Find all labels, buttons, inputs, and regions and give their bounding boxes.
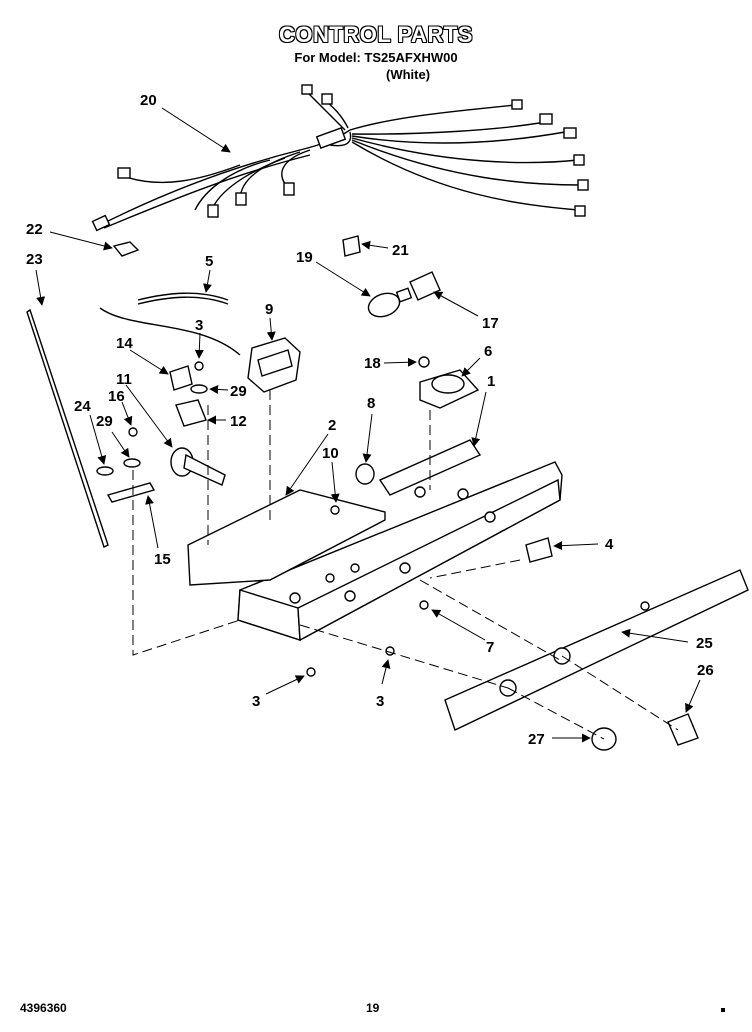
- control-shaft: [170, 447, 226, 486]
- model-line: For Model: TS25AFXHW00: [294, 50, 458, 65]
- capillary-tube: [137, 292, 229, 301]
- wire-clip: [112, 241, 140, 257]
- callout-23: 23: [26, 251, 43, 268]
- callout-3-bottom-left: 3: [252, 693, 260, 710]
- callout-10: 10: [322, 445, 339, 462]
- callout-labels: 20 22 23 5 21 19 17 9 3 14 29 11 16 12 2…: [26, 92, 714, 748]
- callout-22: 22: [26, 221, 43, 238]
- control-housing: [237, 439, 563, 642]
- callout-7: 7: [486, 639, 494, 656]
- bracket: [169, 365, 193, 391]
- callout-27: 27: [528, 731, 545, 748]
- callout-4: 4: [605, 536, 614, 553]
- callout-15: 15: [154, 551, 171, 568]
- callout-29-top: 29: [230, 383, 247, 400]
- color-line: (White): [386, 67, 431, 82]
- clip: [525, 537, 553, 563]
- callout-17: 17: [482, 315, 499, 332]
- page-number: 19: [366, 1001, 380, 1015]
- callout-25: 25: [696, 635, 713, 652]
- callout-8: 8: [367, 395, 375, 412]
- knob-bracket: [175, 399, 207, 427]
- corner-mark: [721, 1008, 725, 1012]
- callout-11: 11: [116, 371, 132, 388]
- callout-19: 19: [296, 249, 313, 266]
- callout-14: 14: [116, 335, 133, 352]
- callout-6: 6: [484, 343, 492, 360]
- callout-2: 2: [328, 417, 336, 434]
- thermostat: [247, 337, 301, 393]
- callout-12: 12: [230, 413, 247, 430]
- callout-24: 24: [74, 398, 91, 415]
- callout-3-top: 3: [195, 317, 203, 334]
- callout-26: 26: [697, 662, 714, 679]
- callout-20: 20: [140, 92, 157, 109]
- light-bulb: [367, 287, 413, 318]
- knob: [667, 713, 699, 746]
- callout-16: 16: [108, 388, 125, 405]
- doc-number: 4396360: [20, 1001, 67, 1015]
- cam-lever: [106, 482, 156, 503]
- capillary-line: [99, 307, 241, 356]
- page-title: CONTROL PARTS: [279, 22, 473, 47]
- control-rod: [26, 308, 109, 548]
- callout-5: 5: [205, 253, 213, 270]
- grommet: [355, 463, 375, 485]
- wiring-harness: [91, 84, 589, 232]
- callout-3-bottom-right: 3: [376, 693, 384, 710]
- callout-9: 9: [265, 301, 273, 318]
- harness-clip: [342, 235, 361, 257]
- lamp-socket: [409, 271, 441, 301]
- callout-21: 21: [392, 242, 409, 259]
- callout-18: 18: [364, 355, 381, 372]
- control-panel: [444, 569, 749, 731]
- callout-1: 1: [487, 373, 495, 390]
- callout-29-left: 29: [96, 413, 113, 430]
- damper-control: [419, 369, 480, 409]
